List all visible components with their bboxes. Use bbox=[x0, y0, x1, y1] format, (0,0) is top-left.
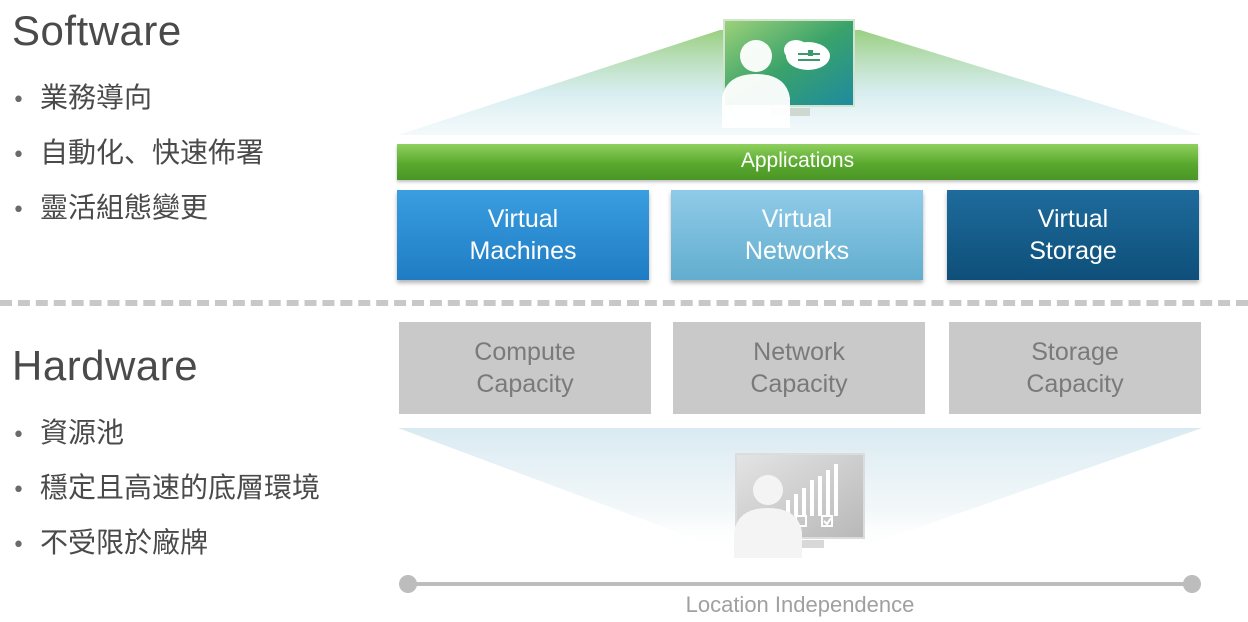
network-capacity-box: Network Capacity bbox=[673, 322, 925, 414]
applications-bar: Applications bbox=[397, 144, 1198, 180]
compute-capacity-box: Compute Capacity bbox=[399, 322, 651, 414]
list-item: •不受限於廠牌 bbox=[12, 526, 209, 559]
list-item: •自動化、快速佈署 bbox=[12, 136, 265, 169]
list-item: •穩定且高速的底層環境 bbox=[12, 471, 321, 504]
hardware-heading: Hardware bbox=[12, 342, 199, 389]
virtual-storage-box: Virtual Storage bbox=[947, 190, 1199, 280]
list-item: •業務導向 bbox=[12, 81, 153, 114]
user-monitor-chart-icon bbox=[734, 453, 865, 558]
software-heading: Software bbox=[12, 7, 182, 54]
storage-capacity-box: Storage Capacity bbox=[949, 322, 1201, 414]
location-independence-label: Location Independence bbox=[685, 592, 915, 617]
virtual-machines-box: Virtual Machines bbox=[397, 190, 649, 280]
software-hardware-divider bbox=[0, 300, 1248, 306]
location-axis-line bbox=[408, 582, 1192, 586]
location-axis-end-dot bbox=[1183, 575, 1201, 593]
virtual-networks-box: Virtual Networks bbox=[671, 190, 923, 280]
user-monitor-cloud-icon bbox=[722, 19, 855, 128]
software-bullet-list: •業務導向 •自動化、快速佈署 •靈活組態變更 bbox=[12, 70, 264, 235]
location-axis-start-dot bbox=[399, 575, 417, 593]
list-item: •資源池 bbox=[12, 416, 125, 449]
hardware-bullet-list: •資源池 •穩定且高速的底層環境 •不受限於廠牌 bbox=[12, 405, 320, 570]
list-item: •靈活組態變更 bbox=[12, 191, 209, 224]
